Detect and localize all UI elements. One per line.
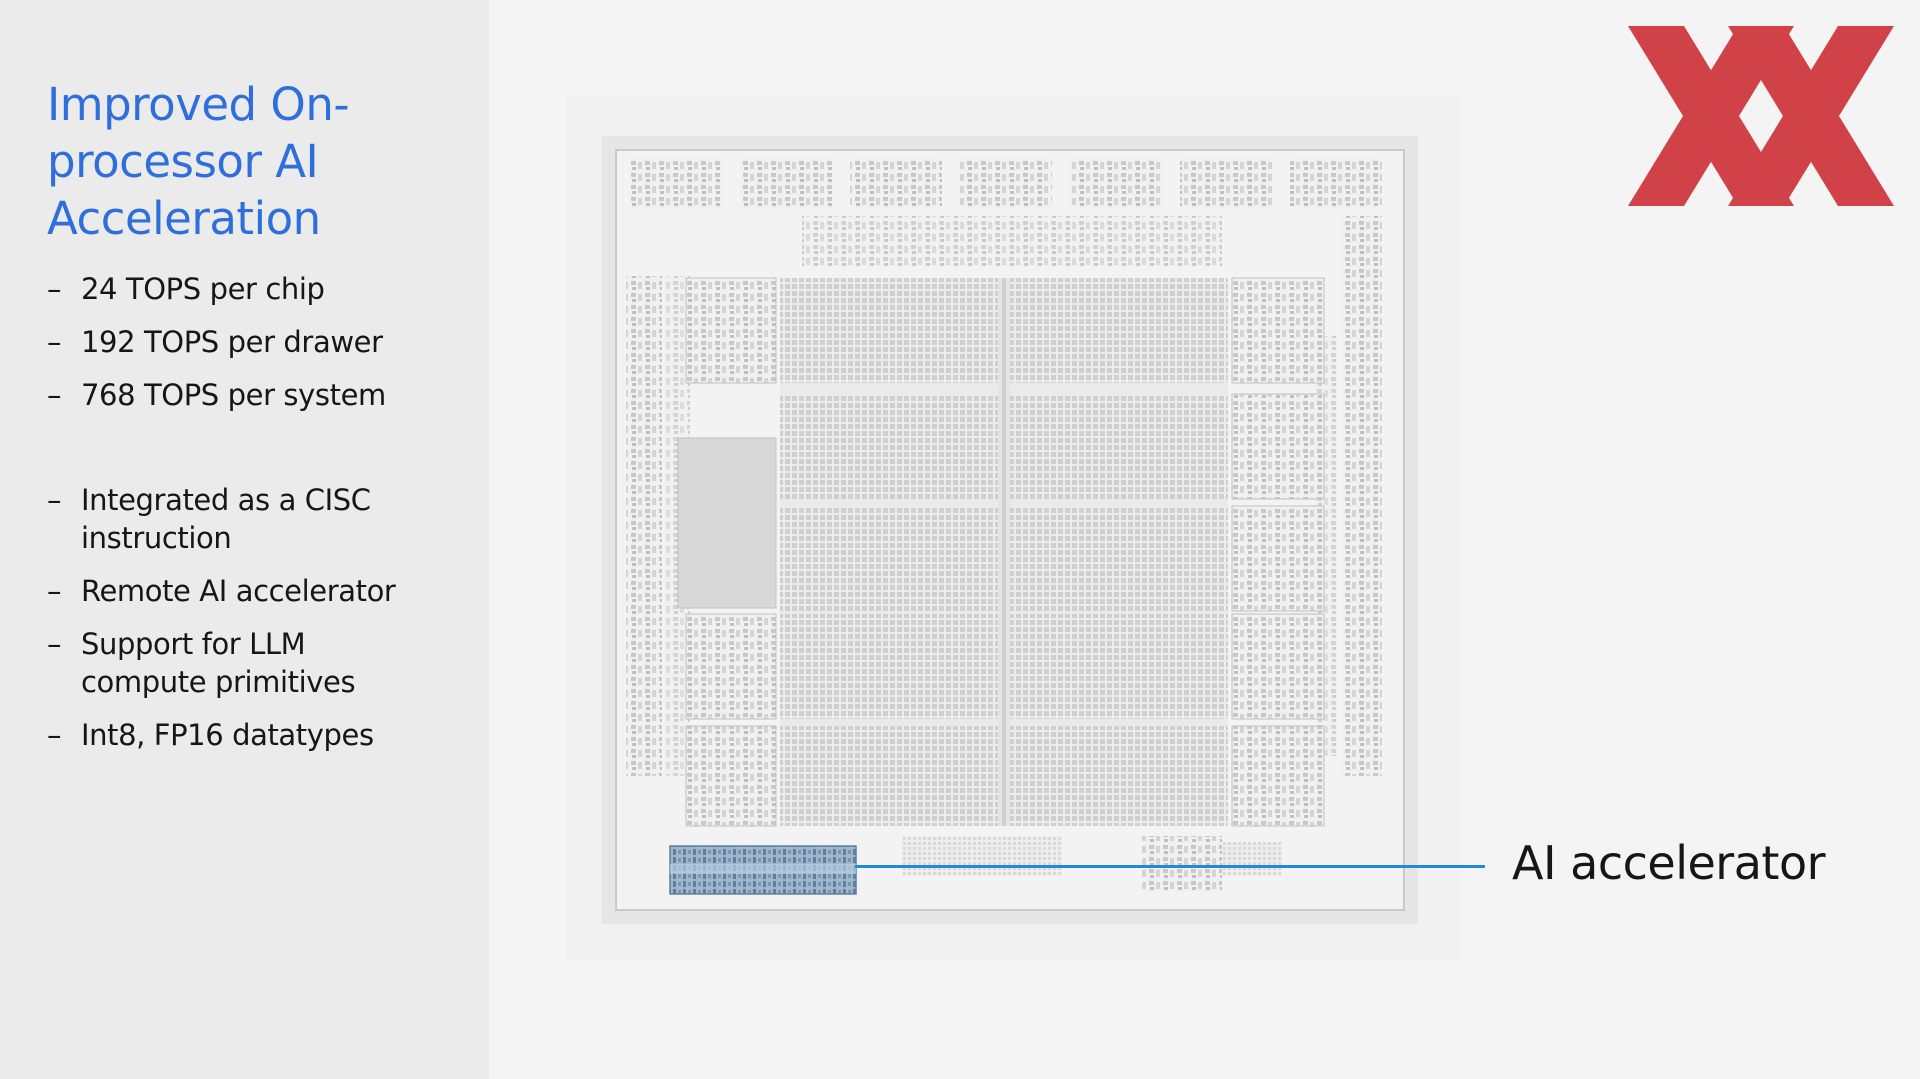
bullet-dash: – <box>47 272 62 306</box>
bullet-dash: – <box>47 627 62 661</box>
bullet-item: – Integrated as a CISC instruction <box>47 481 467 557</box>
xx-logo-icon <box>1628 26 1894 206</box>
bullet-item: – Int8, FP16 datatypes <box>47 716 467 754</box>
bullet-text: 192 TOPS per drawer <box>81 325 383 359</box>
title-line: processor AI <box>47 135 319 189</box>
bullet-dash: – <box>47 574 62 608</box>
slide-title: Improved On- processor AI Acceleration <box>47 76 467 247</box>
bullet-text: compute primitives <box>81 665 356 699</box>
bullet-text: Integrated as a CISC <box>81 483 371 517</box>
bullet-text: Remote AI accelerator <box>81 574 396 608</box>
left-panel: Improved On- processor AI Acceleration –… <box>0 0 489 1079</box>
processor-die-image <box>602 136 1418 924</box>
callout-leader-line <box>855 865 1485 868</box>
bullet-dash: – <box>47 718 62 752</box>
bullet-item: – 24 TOPS per chip <box>47 270 467 308</box>
bullet-dash: – <box>47 483 62 517</box>
title-line: Improved On- <box>47 78 350 132</box>
bullet-dash: – <box>47 378 62 412</box>
bullet-text: Support for LLM <box>81 627 306 661</box>
callout-label: AI accelerator <box>1512 836 1826 890</box>
title-line: Acceleration <box>47 192 321 246</box>
bullet-item: – Remote AI accelerator <box>47 572 467 610</box>
bullet-text: 24 TOPS per chip <box>81 272 325 306</box>
bullet-dash: – <box>47 325 62 359</box>
bullet-item: – Support for LLM compute primitives <box>47 625 467 701</box>
bullet-text: instruction <box>81 521 232 555</box>
bullet-item: – 768 TOPS per system <box>47 376 467 414</box>
bullet-text: Int8, FP16 datatypes <box>81 718 374 752</box>
bullet-text: 768 TOPS per system <box>81 378 386 412</box>
bullet-item: – 192 TOPS per drawer <box>47 323 467 361</box>
bullet-list: – 24 TOPS per chip – 192 TOPS per drawer… <box>47 270 467 754</box>
